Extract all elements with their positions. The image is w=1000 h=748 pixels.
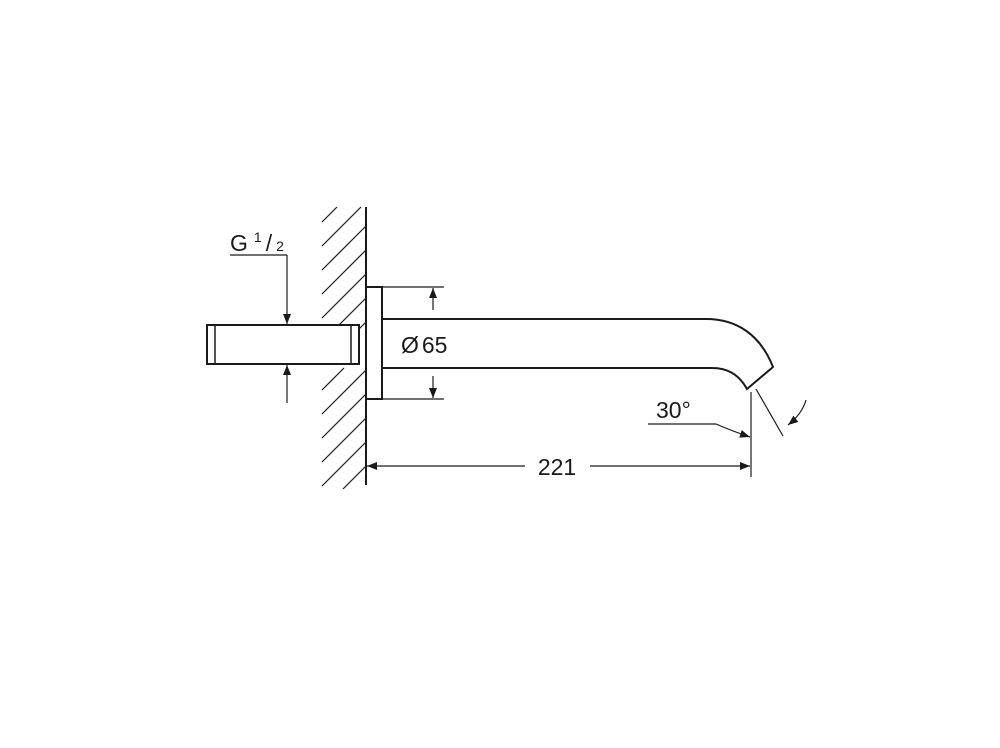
angle-label: 30°	[656, 397, 691, 423]
thread-connector	[206, 324, 360, 365]
thread-denominator: 2	[276, 238, 284, 254]
thread-label: G 1 / 2	[230, 229, 284, 256]
angle-dimension	[648, 388, 807, 438]
diameter-dimension	[382, 286, 444, 400]
thread-numerator: 1	[254, 229, 262, 245]
thread-prefix: G	[230, 230, 248, 256]
thread-slash: /	[266, 230, 273, 256]
thread-dimension	[230, 254, 291, 403]
diameter-value: 65	[422, 332, 448, 358]
spout-body	[382, 318, 775, 391]
rosette	[365, 286, 383, 400]
projection-label: 221	[538, 454, 576, 480]
projection-dimension	[367, 392, 752, 477]
diameter-symbol: Ø	[401, 332, 419, 358]
